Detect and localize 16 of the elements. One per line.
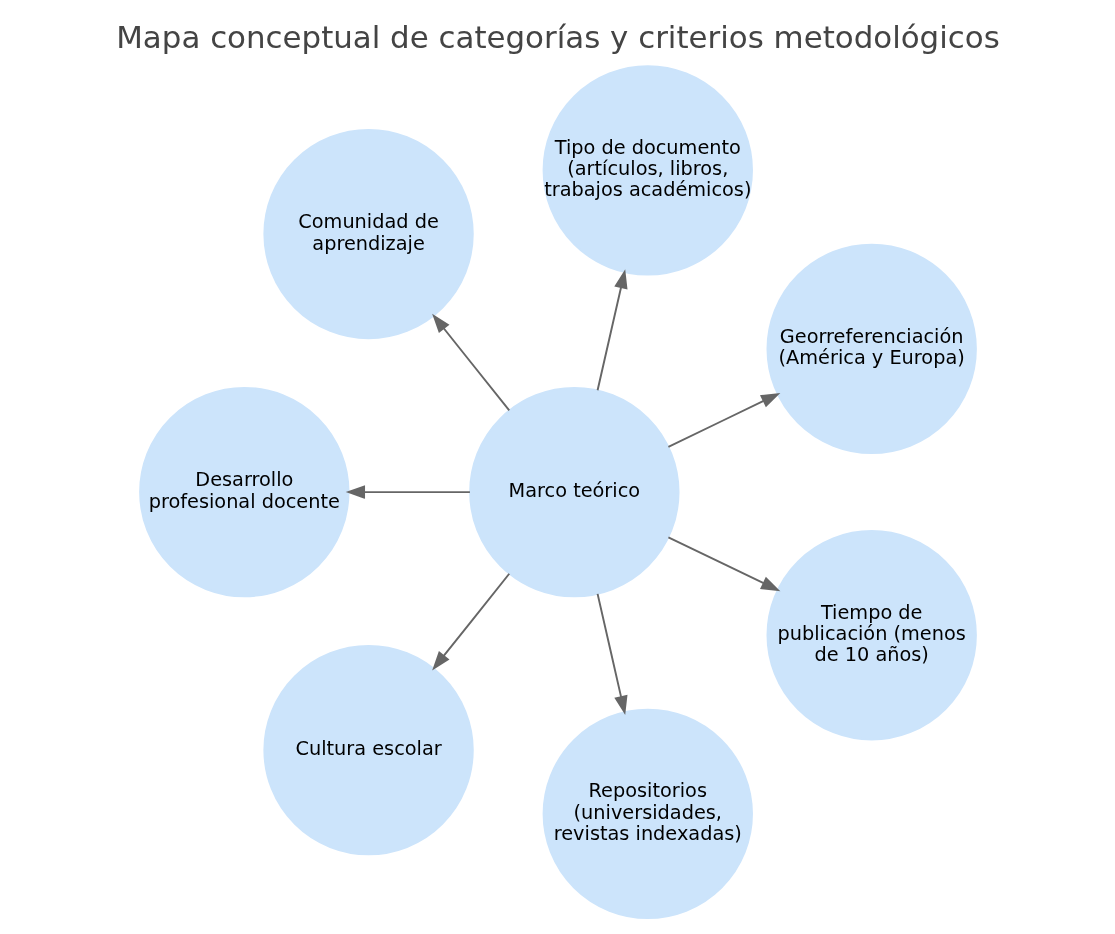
node-circle: Marco teórico [468,386,680,598]
node-circle: Comunidad de aprendizaje [262,128,474,340]
node-circle: Georreferenciación (América y Europa) [766,243,977,455]
arrow [666,392,780,448]
node-circle: Tiempo de publicación (menos de 10 años) [766,530,977,741]
node-circle: Repositorios (universidades, revistas indexadas) [542,708,753,920]
arrow [345,485,471,499]
arrow [666,536,780,592]
diagram-title: Mapa conceptual de categorías y criterios metodológicos [115,19,1000,56]
node-circle: Desarrollo profesional docente [138,386,349,598]
arrow [596,269,627,392]
node-circle: Cultura escolar [262,644,474,856]
node-circle: Tipo de documento (artículos, libros, trabajos académicos) [542,65,753,276]
arrow [596,592,627,715]
arrow [431,313,510,412]
arrow [431,572,510,671]
